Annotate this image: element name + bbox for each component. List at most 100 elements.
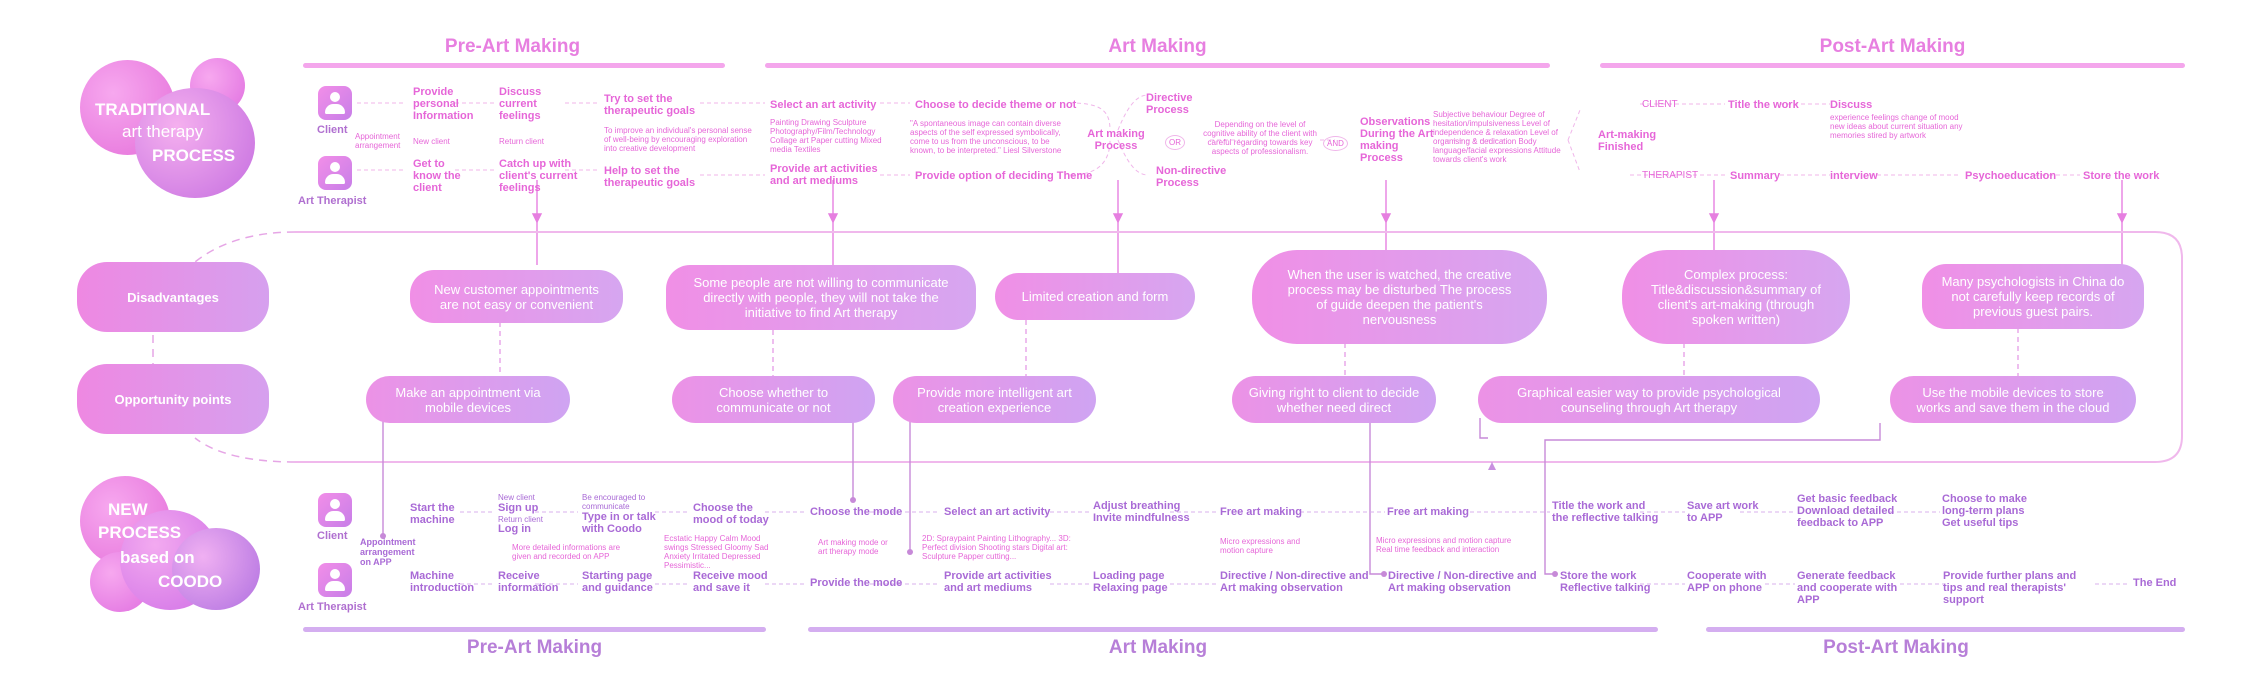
select-activity-text: Select an art activity xyxy=(944,506,1051,518)
cooperate-text: Cooperate with APP on phone xyxy=(1687,570,1767,594)
mode-desc-text: Art making mode or art therapy mode xyxy=(818,538,888,556)
type-talk-text: Type in or talk with Coodo xyxy=(582,511,656,535)
client-avatar-icon xyxy=(318,86,352,120)
section-bar-pre-art xyxy=(303,63,725,68)
long-term-text: Choose to make long-term plans Get usefu… xyxy=(1942,493,2027,529)
opportunity-item: Provide more intelligent art creation ex… xyxy=(893,376,1096,423)
select-activity-text: Select an art activity xyxy=(770,99,877,111)
title-reflect-text: Title the work and the reflective talkin… xyxy=(1552,500,1659,524)
section-bar-post-art xyxy=(1600,63,2185,68)
client-role-label: Client xyxy=(317,530,348,542)
section-bar-art-making-bottom xyxy=(808,627,1658,632)
section-title-post-art: Post-Art Making xyxy=(1819,36,1966,57)
therapist-role-label: Art Therapist xyxy=(298,601,367,613)
title-work-text: Title the work xyxy=(1728,99,1799,111)
free-art-text-2: Free art making xyxy=(1387,506,1469,518)
traditional-title-line3: PROCESS xyxy=(152,146,236,165)
new-client-text: New client xyxy=(413,137,450,146)
return-client-text: Return client xyxy=(498,515,543,524)
choose-mode-text: Choose the mode xyxy=(810,506,903,518)
observations-text: Observations During the Art making Proce… xyxy=(1360,116,1434,164)
disadvantage-item: Some people are not willing to communica… xyxy=(666,265,976,330)
section-bar-pre-art-bottom xyxy=(303,627,766,632)
micro-text-2: Micro expressions and motion capture Rea… xyxy=(1376,536,1512,554)
sign-up-text: Sign up xyxy=(498,502,539,514)
new-client-text: New client xyxy=(498,493,535,502)
new-process-line1: NEW xyxy=(108,500,148,519)
catch-up-text: Catch up with client's current feelings xyxy=(499,158,578,194)
traditional-title-line2: art therapy xyxy=(122,122,204,141)
further-plans-text: Provide further plans and tips and real … xyxy=(1943,570,2077,606)
activity-list-text: 2D: Spraypaint Painting Lithography... 3… xyxy=(922,534,1071,561)
bubble-decoration xyxy=(172,528,260,610)
store-work-text: Store the work xyxy=(2083,170,2160,182)
disadvantage-item: Many psychologists in China do not caref… xyxy=(1922,264,2144,329)
opportunity-item: Choose whether to communicate or not xyxy=(672,376,875,423)
choose-theme-text: Choose to decide theme or not xyxy=(915,99,1077,111)
mood-list-text: Ecstatic Happy Calm Mood swings Stressed… xyxy=(664,534,769,570)
section-title-art-making: Art Making xyxy=(1108,36,1207,57)
generate-feedback-text: Generate feedback and cooperate with APP xyxy=(1797,570,1898,606)
interview-text: interview xyxy=(1830,170,1878,182)
discuss-text: Discuss xyxy=(1830,99,1873,111)
client-tag-text: CLIENT xyxy=(1642,99,1678,110)
adjust-breathing-text: Adjust breathing Invite mindfulness xyxy=(1093,500,1190,524)
obs-list-text: Subjective behaviour Degree of hesitatio… xyxy=(1433,110,1561,164)
directive-obs-text-2: Directive / Non-directive and Art making… xyxy=(1388,570,1537,594)
starting-page-text: Starting page and guidance xyxy=(582,570,653,594)
activity-list-text: Painting Drawing Sculpture Photography/F… xyxy=(770,118,882,154)
therapist-role-label: Art Therapist xyxy=(298,195,367,207)
try-goals-text: Try to set the therapeutic goals xyxy=(604,93,696,117)
free-art-text: Free art making xyxy=(1220,506,1302,518)
get-to-know-text: Get to know the client xyxy=(413,158,461,194)
receive-info-text: Receive information xyxy=(498,570,559,594)
machine-intro-text: Machine introduction xyxy=(410,570,475,594)
level-desc-text: Depending on the level of cognitive abil… xyxy=(1203,120,1317,156)
return-client-text: Return client xyxy=(499,137,544,146)
section-title-post-art-bottom: Post-Art Making xyxy=(1823,637,1969,658)
opportunity-item: Make an appointment via mobile devices xyxy=(366,376,570,423)
section-title-art-making-bottom: Art Making xyxy=(1108,637,1208,658)
section-title-pre-art-bottom: Pre-Art Making xyxy=(466,637,603,658)
micro-text: Micro expressions and motion capture xyxy=(1220,537,1301,555)
directive-text: Directive Process xyxy=(1146,92,1193,116)
opportunity-item: Use the mobile devices to store works an… xyxy=(1890,376,2136,423)
bubble-decoration xyxy=(135,88,255,198)
disadvantages-label: Disadvantages xyxy=(77,262,269,332)
opportunity-points-label: Opportunity points xyxy=(77,364,269,434)
disadvantage-item: Complex process: Title&discussion&summar… xyxy=(1622,250,1850,344)
log-in-text: Log in xyxy=(498,523,531,535)
the-end-text: The End xyxy=(2133,577,2177,589)
appointment-app-text: Appointment arrangement on APP xyxy=(360,537,416,567)
loading-page-text: Loading page Relaxing page xyxy=(1093,570,1168,594)
directive-obs-text: Directive / Non-directive and Art making… xyxy=(1220,570,1369,594)
therapist-tag-text: THERAPIST xyxy=(1642,170,1699,181)
finished-text: Art-making Finished xyxy=(1598,129,1657,153)
basic-feedback-text: Get basic feedback Download detailed fee… xyxy=(1797,493,1898,529)
disadvantage-item: When the user is watched, the creative p… xyxy=(1252,250,1547,344)
help-goals-text: Help to set the therapeutic goals xyxy=(604,165,696,189)
encouraged-text: Be encouraged to communicate xyxy=(582,493,646,511)
psychoeducation-text: Psychoeducation xyxy=(1965,170,2057,182)
new-process-line2: PROCESS xyxy=(98,523,182,542)
section-title-pre-art: Pre-Art Making xyxy=(444,36,581,57)
disadvantage-item: New customer appointments are not easy o… xyxy=(410,270,623,323)
discuss-list-text: experience feelings change of mood new i… xyxy=(1830,113,1963,140)
and-text: AND xyxy=(1323,136,1348,151)
appointment-arrangement-text: Appointment arrangement xyxy=(355,132,401,150)
provide-activities-text: Provide art activities and art mediums xyxy=(770,163,878,187)
receive-mood-text: Receive mood and save it xyxy=(693,570,768,594)
or-text: OR xyxy=(1165,135,1185,150)
goals-desc-text: To improve an individual's personal sens… xyxy=(604,126,752,153)
choose-mood-text: Choose the mood of today xyxy=(693,502,769,526)
more-info-text: More detailed informations are given and… xyxy=(512,543,621,561)
opportunity-item: Giving right to client to decide whether… xyxy=(1232,376,1436,423)
section-bar-art-making xyxy=(765,63,1550,68)
theme-quote-text: "A spontaneous image can contain diverse… xyxy=(910,119,1062,155)
opportunity-item: Graphical easier way to provide psycholo… xyxy=(1478,376,1820,423)
therapist-avatar-icon xyxy=(318,563,352,597)
section-bar-post-art-bottom xyxy=(1706,627,2185,632)
new-process-line4: COODO xyxy=(158,572,223,591)
provide-activities-text: Provide art activities and art mediums xyxy=(944,570,1052,594)
